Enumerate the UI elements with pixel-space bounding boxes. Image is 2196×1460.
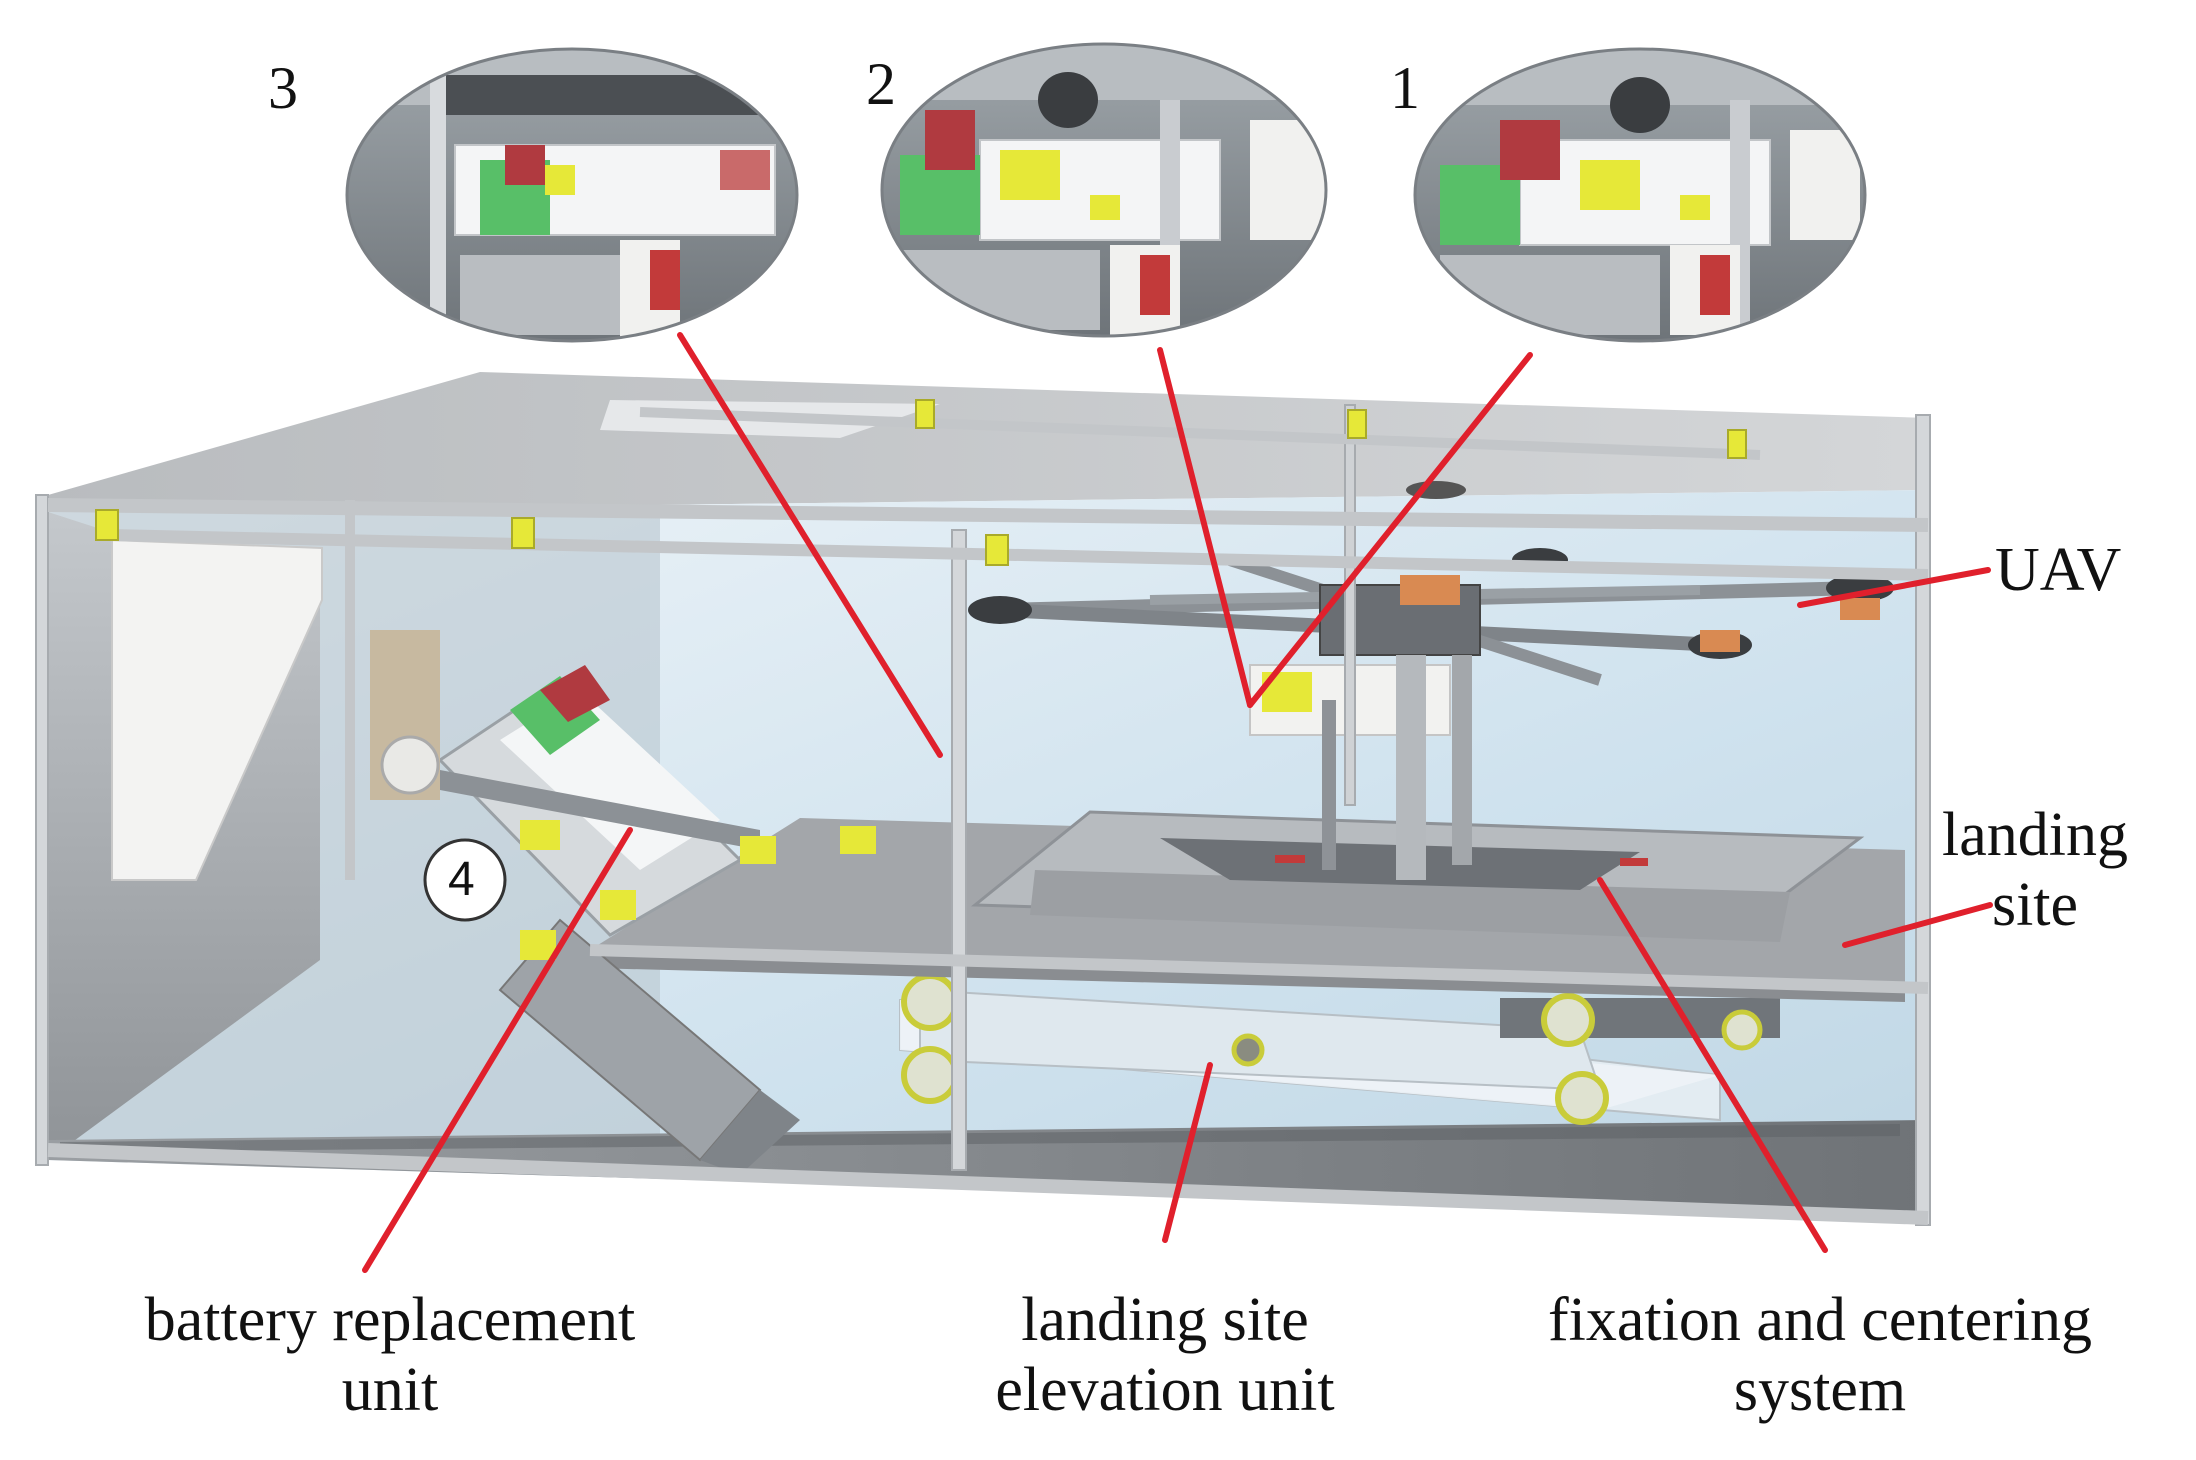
leader-line-inset-2 <box>1157 347 1253 708</box>
label-battery-line2: unit <box>341 1356 439 1424</box>
leader-line-inset-3 <box>677 332 943 758</box>
label-landing-site-elevation-unit: landing site elevation unit <box>935 1285 1395 1425</box>
frame-rails <box>35 404 1931 1226</box>
leader-lines <box>362 332 1993 1273</box>
label-fixation-and-centering-system: fixation and centering system <box>1500 1285 2140 1425</box>
label-uav: UAV <box>1995 536 2122 604</box>
label-fixation-line2: system <box>1733 1356 1907 1424</box>
leader-line-inset-1 <box>1247 352 1533 708</box>
label-elevation-line1: landing site <box>1021 1286 1309 1354</box>
label-battery-replacement-unit: battery replacement unit <box>90 1285 690 1425</box>
leader-line-elevation-unit <box>1162 1062 1213 1243</box>
label-fixation-line1: fixation and centering <box>1547 1286 2092 1354</box>
battery-replacement-unit <box>370 630 876 1175</box>
elevation-unit <box>899 973 1780 1125</box>
leader-line-landing-site <box>1842 902 1993 948</box>
leader-line-fixation-system <box>1597 877 1828 1253</box>
landing-site-platform <box>590 810 1905 1002</box>
label-battery-line1: battery replacement <box>144 1286 636 1354</box>
marker-4-number: 4 <box>448 853 475 906</box>
label-landing-site-line1: landing <box>1942 801 2128 869</box>
inset-3-number: 3 <box>268 55 298 121</box>
inset-1 <box>1413 47 1867 343</box>
leader-line-uav <box>1797 567 1991 608</box>
inset-2-number: 2 <box>866 51 896 117</box>
inset-1-number: 1 <box>1390 55 1420 121</box>
label-landing-site-line2: site <box>1991 871 2079 939</box>
label-elevation-line2: elevation unit <box>995 1356 1335 1424</box>
inset-2 <box>880 42 1328 338</box>
label-landing-site: landing site <box>1925 800 2145 940</box>
marker-4-circle <box>423 838 507 922</box>
inset-3 <box>345 47 799 343</box>
rail-brackets <box>95 399 1747 566</box>
leader-line-battery-unit <box>362 827 633 1273</box>
